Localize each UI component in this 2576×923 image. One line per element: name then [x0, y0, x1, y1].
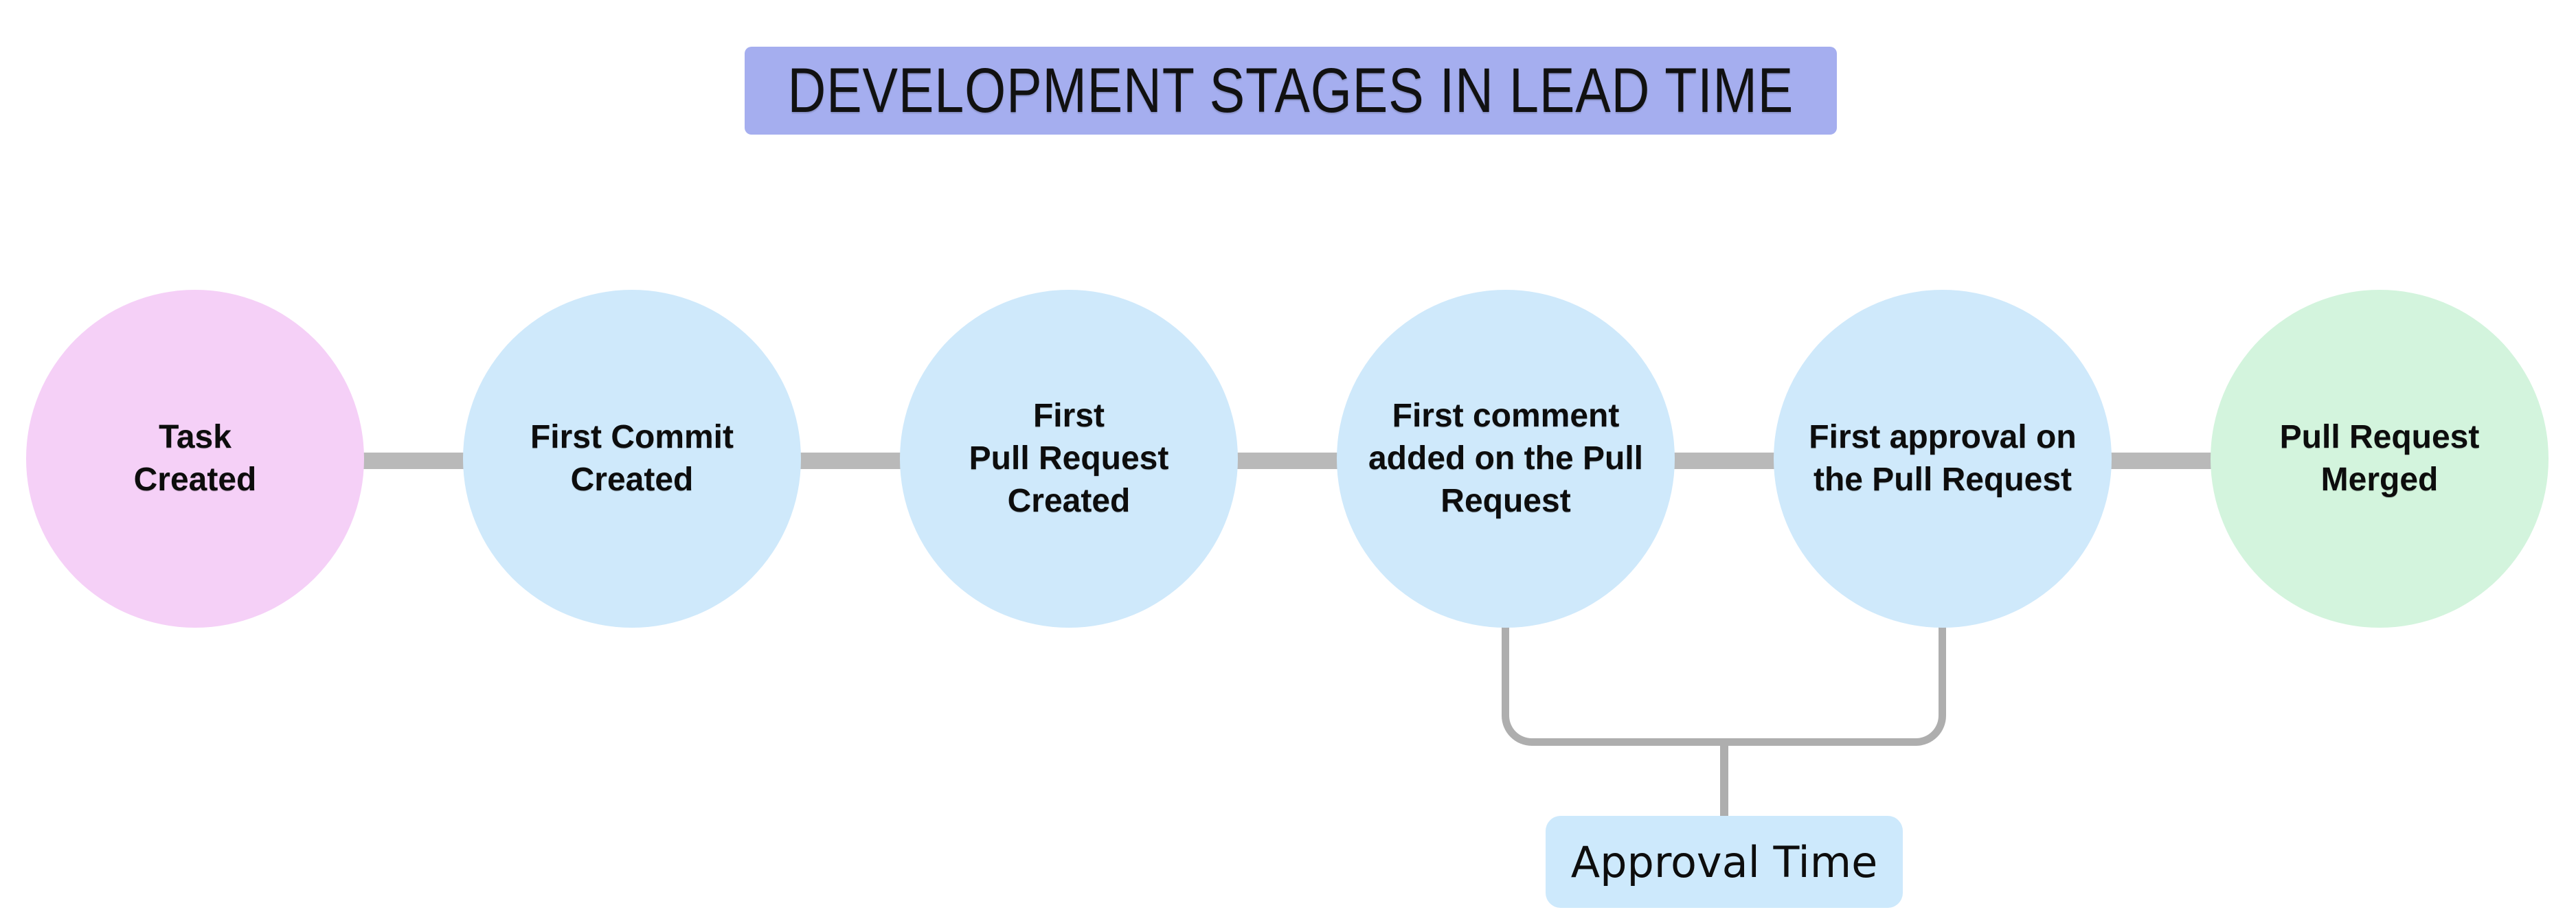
approval-time-bracket — [1502, 625, 1946, 746]
stage-first-comment-added: First comment added on the Pull Request — [1337, 290, 1675, 628]
title-banner: DEVELOPMENT STAGES IN LEAD TIME — [745, 47, 1837, 135]
stage-label: Task Created — [133, 419, 257, 498]
stage-task-created: Task Created — [26, 290, 364, 628]
stage-label: First approval on the Pull Request — [1809, 419, 2077, 498]
stage-first-pull-request-created: First Pull Request Created — [900, 290, 1238, 628]
stage-label: First Pull Request Created — [969, 398, 1169, 519]
approval-time-bracket-stem — [1720, 742, 1728, 819]
stage-label: Pull Request Merged — [2279, 419, 2480, 498]
stage-label: First Commit Created — [530, 419, 734, 498]
stage-label: First comment added on the Pull Request — [1368, 398, 1643, 519]
approval-time-label: Approval Time — [1570, 836, 1878, 887]
page-title: DEVELOPMENT STAGES IN LEAD TIME — [787, 55, 1794, 126]
stage-first-commit-created: First Commit Created — [463, 290, 801, 628]
stage-first-approval: First approval on the Pull Request — [1774, 290, 2112, 628]
approval-time-label-box: Approval Time — [1546, 816, 1903, 908]
stage-pull-request-merged: Pull Request Merged — [2211, 290, 2549, 628]
